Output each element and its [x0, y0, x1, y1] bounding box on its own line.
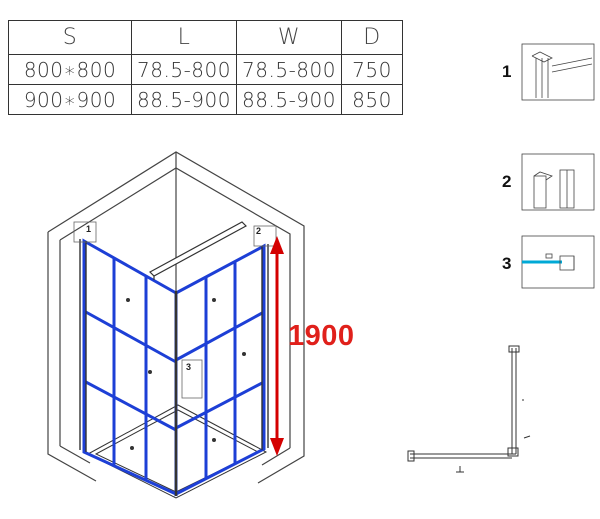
header-s: S: [8, 20, 132, 55]
detail-number-3: 3: [502, 254, 512, 273]
table-header-row: S L W D: [8, 20, 403, 55]
callout-number-2: 2: [256, 226, 262, 236]
inner-wall-edge: [59, 167, 291, 448]
detail-number-1: 1: [502, 62, 512, 81]
callout-number-3: 3: [186, 362, 192, 372]
table-cell: 850: [341, 84, 403, 115]
plan-view: [407, 345, 531, 473]
knob: [242, 352, 246, 356]
detail-line: [551, 57, 593, 67]
knob: [148, 370, 152, 374]
door-knobs: [126, 298, 246, 450]
left-transom-1: [83, 309, 177, 364]
table-cell: 88.5-900: [131, 84, 237, 115]
table-cell: 78.5-800: [131, 54, 237, 85]
detail-line: [533, 171, 553, 181]
table-cell: 900∗900: [8, 84, 132, 115]
knob: [126, 298, 130, 302]
detail-2-drawing: [521, 153, 595, 211]
plan-note-line: [523, 435, 531, 439]
table-cell: 88.5-900: [236, 84, 342, 115]
support-bar-body: [149, 221, 247, 277]
plan-top-cap: [508, 345, 520, 353]
knob: [130, 446, 134, 450]
callout-number-1: 1: [86, 224, 92, 234]
table-cell: 78.5-800: [236, 54, 342, 85]
left-panel-frame: [82, 238, 178, 497]
table-row: 900∗900 88.5-900 88.5-900 850: [8, 84, 403, 115]
plan-corner: [507, 447, 519, 457]
right-transom-1: [175, 310, 265, 362]
callout-boxes: [73, 221, 277, 399]
detail-2-box: [521, 153, 595, 211]
back-wall-top: [47, 151, 305, 484]
callout-box-2: [253, 225, 277, 247]
detail-number-2: 2: [502, 172, 512, 191]
arrow-head-up: [270, 236, 284, 254]
knob: [212, 298, 216, 302]
inner-floor-left: [59, 445, 91, 464]
room-walls: [47, 151, 305, 484]
header-l: L: [131, 20, 237, 55]
callout-box-3: [181, 359, 203, 399]
detail-line: [531, 51, 553, 63]
table-row: 800∗800 78.5-800 78.5-800 750: [8, 54, 403, 85]
left-panel-outline: [82, 238, 178, 497]
tray-outline: [86, 404, 268, 499]
arrow-head-down: [270, 438, 284, 456]
left-transom-2: [83, 379, 177, 432]
header-d: D: [341, 20, 403, 55]
height-dimension-arrow: [270, 236, 284, 456]
right-transom-2: [175, 380, 265, 430]
inner-floor-right: [261, 447, 291, 466]
detail-1-drawing: [521, 43, 595, 101]
detail-line: [545, 253, 553, 259]
height-label: 1900: [288, 320, 355, 352]
dimension-table: S L W D 800∗800 78.5-800 78.5-800 750 90…: [8, 20, 403, 115]
detail-3-drawing: [521, 235, 595, 289]
right-panel-edge: [174, 244, 269, 496]
detail-1-box: [521, 43, 595, 101]
left-wall-edge: [47, 232, 97, 482]
callout-box-1: [73, 221, 97, 243]
knob: [212, 438, 216, 442]
left-panel-edge: [79, 239, 87, 452]
plan-left-cap: [407, 450, 415, 462]
detail-line: [533, 175, 547, 209]
support-bar: [149, 221, 247, 280]
detail-line: [551, 63, 593, 73]
